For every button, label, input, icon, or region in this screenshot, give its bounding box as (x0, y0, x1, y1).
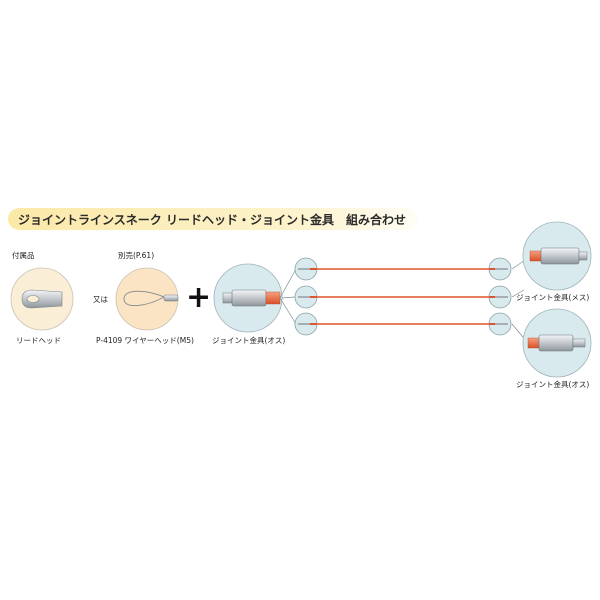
wire-head-part (115, 267, 179, 331)
joint-male-right-label: ジョイント金具(オス) (516, 380, 590, 389)
joint-male-part-right (522, 308, 592, 378)
lead-head-tag: 付属品 (12, 251, 35, 260)
lead-head-label: リードヘッド (16, 336, 61, 345)
lead-head-icon (21, 289, 63, 309)
joint-female-part (522, 221, 592, 291)
wire-loop-icon (123, 290, 179, 307)
or-label: 又は (93, 295, 108, 304)
snake-wire-lines (305, 268, 495, 325)
joint-female-label: ジョイント金具(メス) (516, 293, 590, 302)
joint-male-right-icon (527, 334, 586, 352)
lead-head-part (10, 267, 74, 331)
wire-head-tag: 別売(P.61) (118, 251, 155, 260)
joint-male-part (213, 263, 283, 333)
diagram-title-banner: ジョイントラインスネーク リードヘッド・ジョイント金具 組み合わせ (8, 208, 418, 230)
right-small-circles (488, 257, 512, 336)
fan-lines (279, 257, 529, 344)
plus-symbol: + (186, 280, 212, 315)
diagram-title: ジョイントラインスネーク リードヘッド・ジョイント金具 組み合わせ (18, 212, 406, 227)
joint-female-icon (529, 247, 588, 265)
joint-male-icon (222, 289, 281, 307)
left-small-circles (294, 257, 318, 336)
joint-male-label: ジョイント金具(オス) (212, 336, 286, 345)
wire-head-label: P-4109 ワイヤーヘッド(M5) (96, 336, 194, 345)
